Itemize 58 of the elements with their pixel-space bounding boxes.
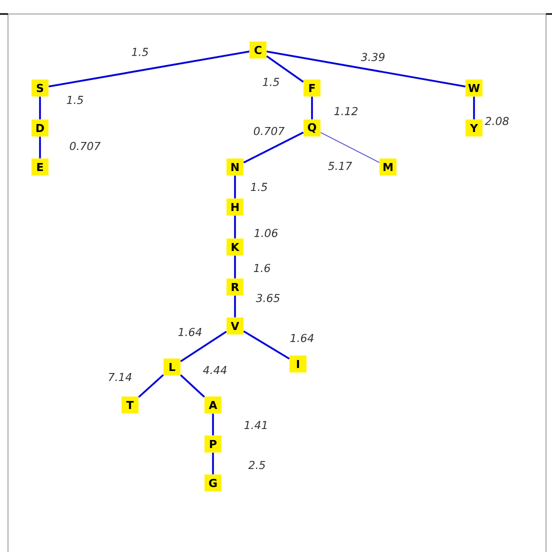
- edge-label: 4.44: [203, 366, 226, 374]
- edge-line: [234, 216, 236, 238]
- edge-line: [311, 96, 313, 120]
- edge-label: 0.707: [254, 126, 285, 136]
- letter-box: V: [226, 318, 244, 334]
- edge-line: [266, 50, 466, 88]
- edge-line: [180, 374, 205, 398]
- letter-box: Y: [466, 120, 482, 136]
- edge-line: [39, 136, 41, 158]
- edge-line: [212, 414, 214, 436]
- edge-line: [39, 96, 41, 120]
- edge-line: [234, 296, 236, 318]
- letter-box: K: [226, 238, 244, 256]
- edge-label: 1.64: [290, 334, 314, 342]
- edge-line: [234, 176, 236, 198]
- edge-label: 1.5: [132, 48, 148, 56]
- edge-line: [212, 452, 214, 474]
- letter-box: L: [164, 358, 180, 376]
- letter-box: Q: [304, 120, 320, 136]
- letter-box: R: [226, 278, 244, 296]
- edge-line: [243, 132, 304, 164]
- edge-line: [138, 374, 164, 398]
- letter-box: P: [204, 436, 222, 452]
- letter-box: N: [226, 158, 244, 176]
- edge-label: 1.64: [178, 328, 202, 336]
- letter-box: I: [290, 356, 306, 372]
- letter-box: D: [32, 120, 48, 136]
- edge-line: [48, 50, 250, 88]
- edge-label: 1.41: [244, 421, 267, 429]
- letter-box: T: [122, 396, 138, 414]
- letter-box: H: [226, 198, 244, 216]
- edge-label: 3.39: [360, 52, 385, 62]
- edge-label: 0.707: [70, 142, 101, 150]
- edge-line: [320, 132, 380, 163]
- edge-label: 7.14: [108, 373, 132, 381]
- edge-line: [234, 256, 236, 278]
- letter-box: F: [304, 80, 320, 96]
- letter-box: E: [32, 158, 48, 176]
- edge-label: 3.65: [256, 294, 280, 302]
- edge-label: 5.17: [328, 162, 352, 170]
- edge-label: 1.5: [66, 96, 84, 104]
- edge-label: 1.06: [254, 228, 278, 238]
- edge-line: [180, 330, 227, 362]
- letter-box: W: [466, 80, 482, 96]
- edge-label: 2.08: [484, 116, 509, 126]
- letter-box: G: [204, 474, 222, 492]
- letter-box: S: [32, 80, 48, 96]
- edge-label: 2.5: [248, 460, 266, 470]
- edge-line: [243, 330, 290, 360]
- edge-label: 1.5: [250, 182, 268, 192]
- edge-label: 1.12: [334, 106, 358, 116]
- edge-line: [266, 55, 304, 83]
- letter-box: M: [380, 158, 396, 176]
- letter-box: C: [250, 42, 266, 58]
- edge-label: 1.6: [254, 264, 270, 272]
- edge-label: 1.5: [262, 78, 280, 86]
- letter-box: A: [204, 396, 222, 414]
- edge-line: [473, 96, 475, 120]
